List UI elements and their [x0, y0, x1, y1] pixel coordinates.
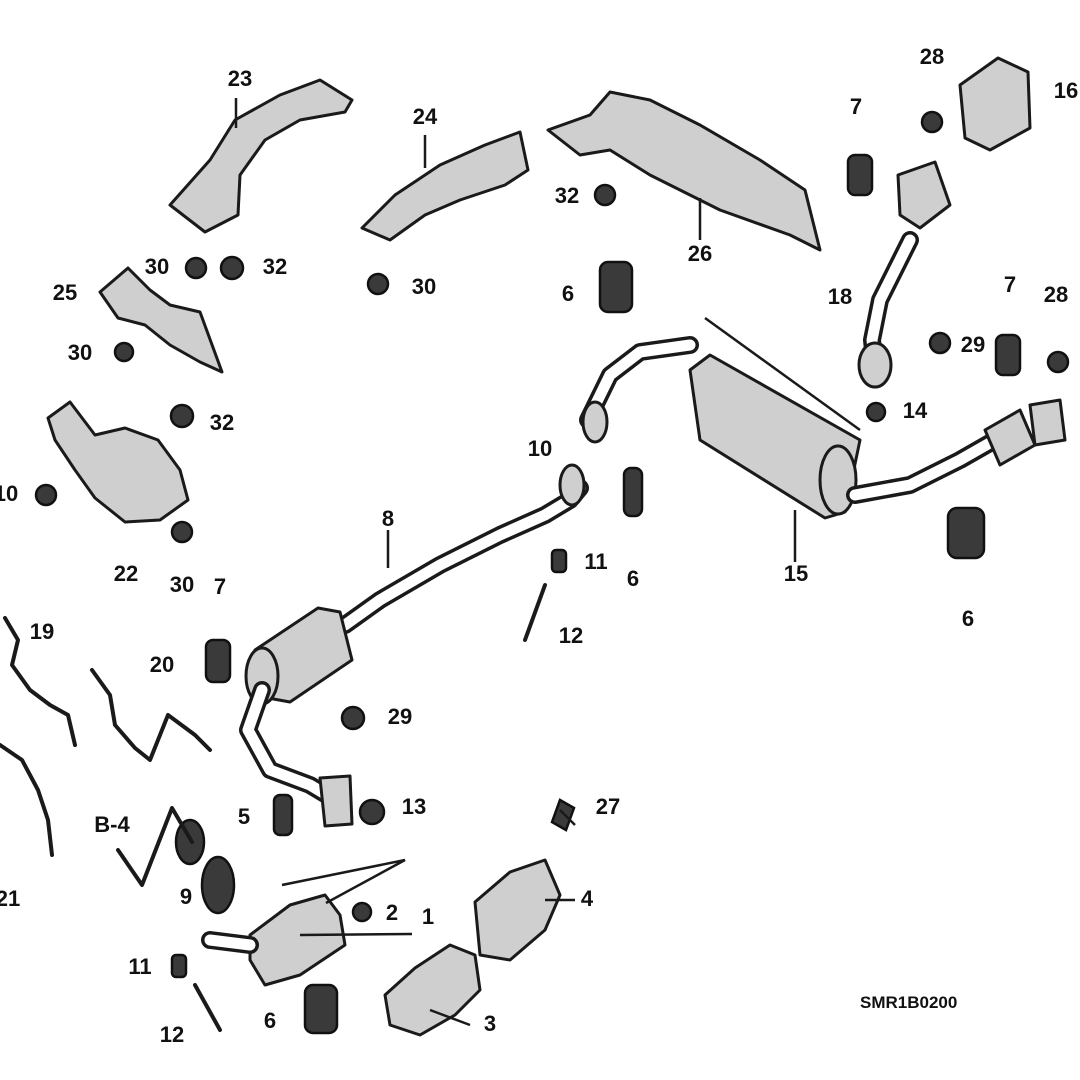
callout-11: 11 — [128, 954, 151, 979]
bolt-30-d — [170, 520, 194, 544]
sensor-27 — [550, 798, 576, 832]
harness-b4 — [116, 806, 194, 887]
callout-13: 13 — [402, 794, 426, 819]
callout-14: 14 — [903, 398, 928, 423]
callout-30: 30 — [145, 254, 169, 279]
callout-32: 32 — [263, 254, 287, 279]
callout-30: 30 — [170, 572, 194, 597]
callout-29: 29 — [388, 704, 412, 729]
rear-pipe-18 — [857, 160, 952, 389]
bracket-16 — [958, 56, 1032, 152]
stopper-7-b — [994, 333, 1022, 377]
callout-7: 7 — [214, 574, 226, 599]
callout-7: 7 — [1004, 272, 1016, 297]
heat-shield-23 — [168, 78, 354, 234]
callout-10: 10 — [528, 436, 552, 461]
callout-6: 6 — [962, 606, 974, 631]
bolt-28-b — [1046, 350, 1070, 374]
oxygen-sensor-wire-19 — [3, 616, 77, 747]
muffler-assembly-15 — [579, 316, 1067, 562]
callout-27: 27 — [596, 794, 620, 819]
bolt-28-a — [920, 110, 944, 134]
callout-28: 28 — [920, 44, 944, 69]
bolt-32-c — [169, 403, 195, 429]
callout-32: 32 — [555, 183, 579, 208]
callout-6: 6 — [264, 1008, 276, 1033]
stopper-7-a — [846, 153, 874, 197]
spring-11-b — [170, 953, 188, 979]
rubber-mount-6-c — [946, 506, 986, 560]
bolt-12-b — [193, 983, 222, 1032]
heat-shield-3 — [383, 943, 482, 1037]
callout-25: 25 — [53, 280, 77, 305]
stopper-7-c — [204, 638, 232, 684]
gasket-10 — [558, 400, 609, 507]
callout-12: 12 — [559, 623, 583, 648]
bracket-2 — [351, 901, 373, 923]
rubber-mount-6-d — [303, 983, 339, 1035]
callout-30: 30 — [68, 340, 92, 365]
heat-shield-22 — [46, 400, 190, 524]
callout-10: 10 — [0, 481, 18, 506]
callout-24: 24 — [413, 104, 438, 129]
bolt-14 — [865, 401, 887, 423]
rubber-mount-6-a — [598, 260, 634, 314]
heat-shield-26 — [546, 90, 822, 252]
heat-shield-25 — [98, 266, 224, 374]
bolt-30-e — [34, 483, 58, 507]
callout-6: 6 — [562, 281, 574, 306]
callout-b4: B-4 — [94, 812, 130, 837]
leader-lines — [281, 809, 576, 1027]
bolt-12-a — [523, 583, 547, 642]
callout-19: 19 — [30, 619, 54, 644]
spring-11-a — [550, 548, 568, 574]
stopper-5 — [272, 793, 294, 837]
bolt-30-b — [366, 272, 390, 296]
callout-29: 29 — [961, 332, 985, 357]
bolt-30-c — [113, 341, 135, 363]
heat-shield-24 — [360, 130, 530, 242]
nut-29-a — [340, 705, 366, 731]
callout-32: 32 — [210, 410, 234, 435]
callout-8: 8 — [382, 506, 394, 531]
callout-30: 30 — [412, 274, 436, 299]
callout-6: 6 — [627, 566, 639, 591]
callout-22: 22 — [114, 561, 138, 586]
catalytic-converter-4 — [473, 858, 562, 962]
callout-21: 21 — [0, 886, 20, 911]
callout-23: 23 — [228, 66, 252, 91]
nut-13 — [358, 798, 386, 826]
callout-26: 26 — [688, 241, 712, 266]
callout-3: 3 — [484, 1011, 496, 1036]
callout-20: 20 — [150, 652, 174, 677]
callout-28: 28 — [1044, 282, 1068, 307]
rubber-mount-6-b — [622, 466, 644, 518]
callout-5: 5 — [238, 804, 250, 829]
callout-11: 11 — [584, 549, 607, 574]
callout-1: 1 — [422, 904, 434, 929]
callout-labels: 23 24 32 26 28 16 7 30 32 30 6 25 18 29 … — [0, 44, 1078, 1047]
callout-18: 18 — [828, 284, 852, 309]
callout-2: 2 — [386, 900, 398, 925]
nut-29-b — [928, 331, 952, 355]
callout-16: 16 — [1054, 78, 1078, 103]
oxygen-sensor-wire-20 — [90, 668, 212, 762]
exhaust-pipe-8 — [239, 479, 589, 828]
catalytic-converter-1 — [201, 893, 347, 987]
bolt-32-a — [593, 183, 617, 207]
bolt-32-b — [219, 255, 245, 281]
bolt-30-a — [184, 256, 208, 280]
callout-7: 7 — [850, 94, 862, 119]
callout-9: 9 — [180, 884, 192, 909]
oxygen-sensor-21 — [0, 743, 54, 857]
callout-12: 12 — [160, 1022, 184, 1047]
callout-15: 15 — [784, 561, 808, 586]
callout-4: 4 — [581, 886, 594, 911]
drawing-code-label: SMR1B0200 — [860, 993, 957, 1012]
